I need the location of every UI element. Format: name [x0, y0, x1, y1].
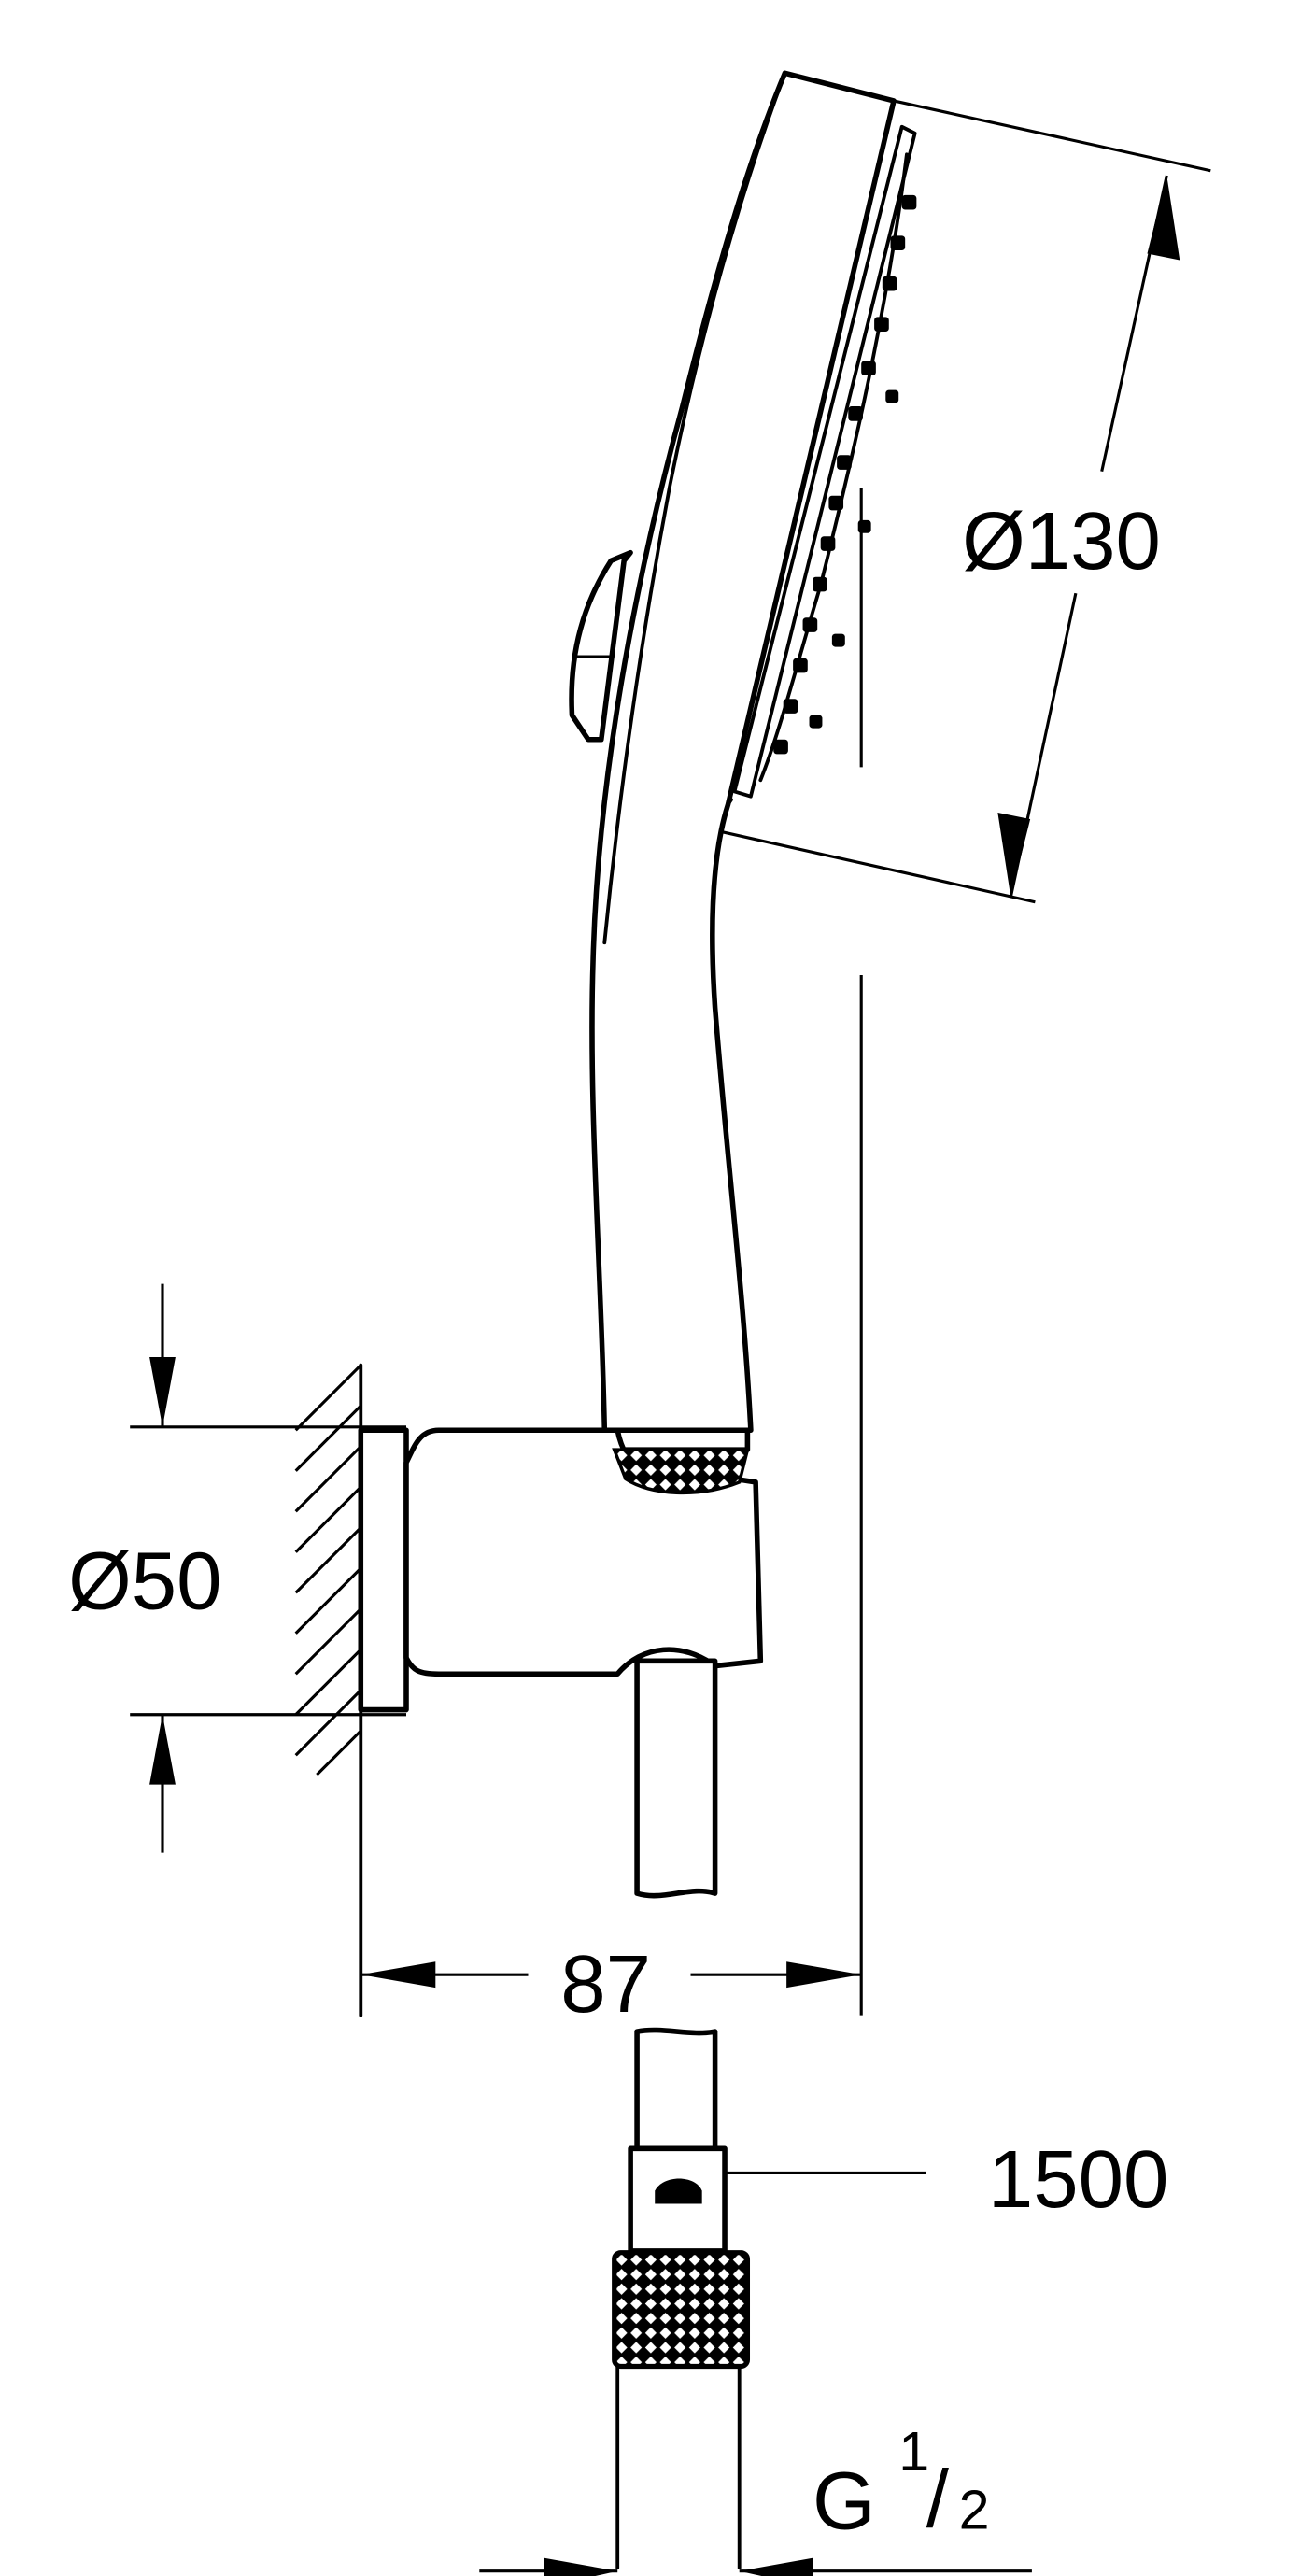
projection-label: 87 [560, 1939, 651, 2030]
thread-prefix-label: G [812, 2456, 876, 2546]
hose-length-label: 1500 [988, 2134, 1169, 2225]
thread-slash-label: / [926, 2455, 950, 2545]
spray-nozzles [758, 152, 917, 783]
dimension-projection: 87 [360, 1939, 862, 2030]
wall-holder [358, 1427, 764, 1899]
handle-nut [608, 1427, 751, 1452]
head-diameter-label: Ø130 [962, 496, 1161, 587]
thread-numerator-label: 1 [898, 2420, 929, 2483]
wall-hatching [294, 1363, 363, 2017]
dimension-hose-length: 1500 [725, 2134, 1168, 2225]
hand-shower [569, 70, 917, 1452]
spray-button [569, 549, 633, 743]
dimension-thread: G 1 / 2 [479, 2420, 1032, 2576]
dimension-holder-diameter: Ø50 [68, 1283, 406, 1853]
hose-fitting [612, 2027, 751, 2570]
brand-logo [655, 2178, 702, 2204]
holder-diameter-label: Ø50 [68, 1536, 221, 1627]
thread-denominator-label: 2 [959, 2478, 990, 2541]
dimension-head-diameter: Ø130 [722, 99, 1211, 904]
